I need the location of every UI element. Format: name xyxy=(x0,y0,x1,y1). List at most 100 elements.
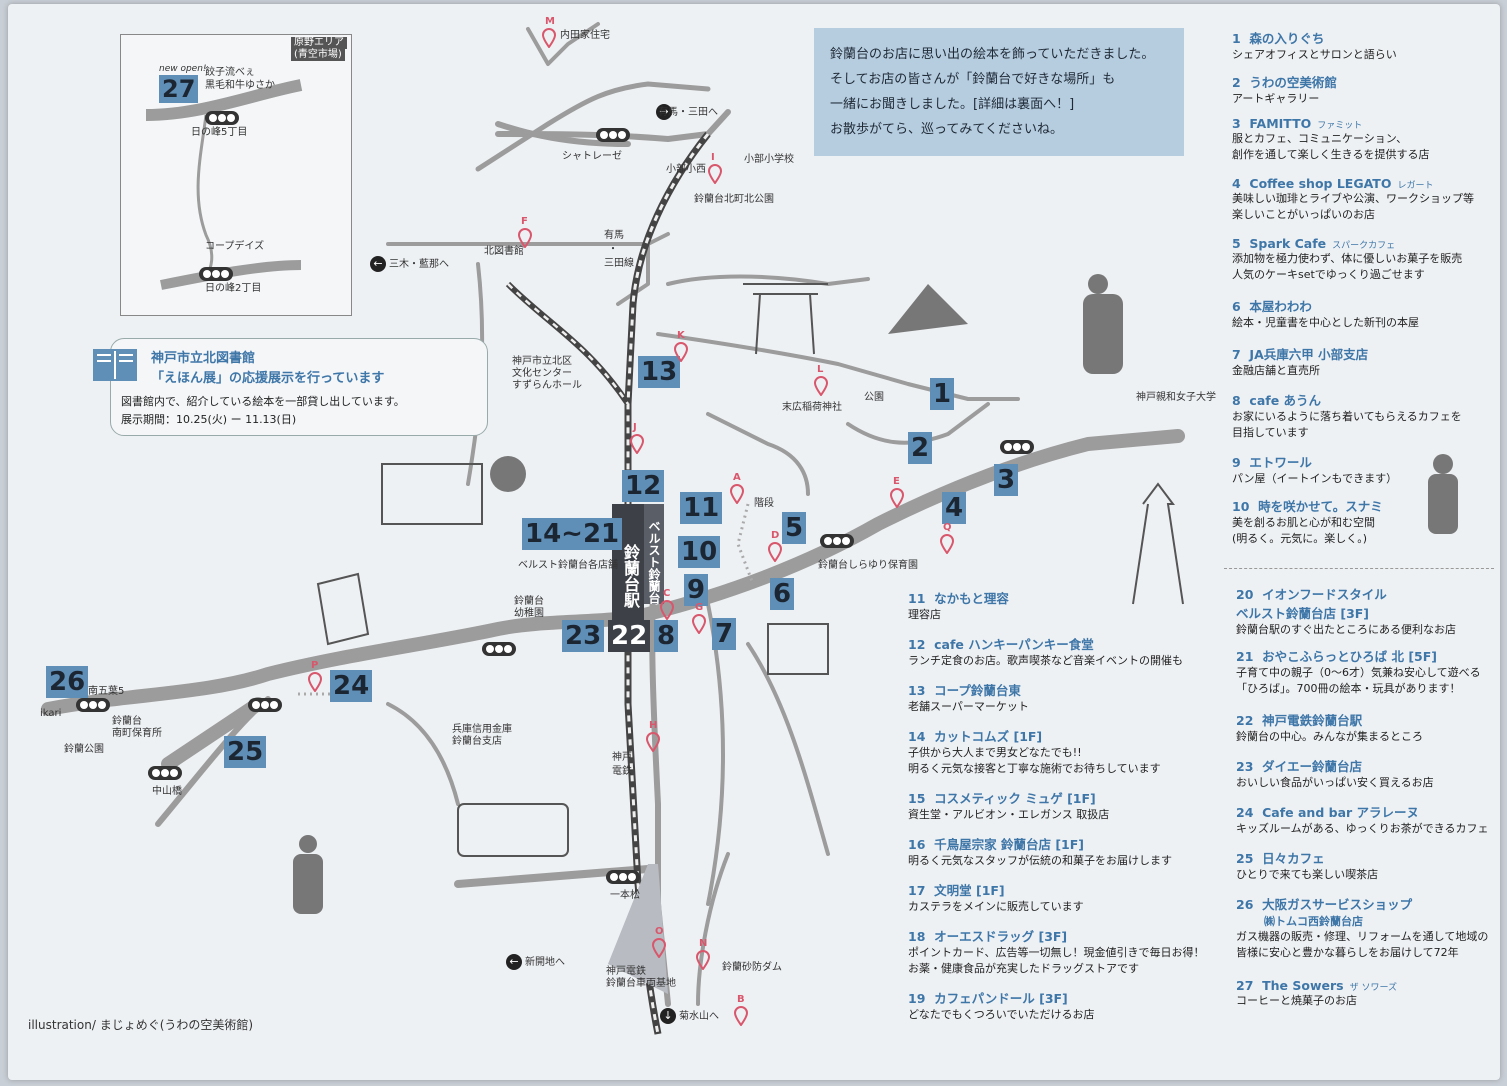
traffic-signal-25 xyxy=(248,698,282,712)
label-bunka-2: 文化センター xyxy=(512,368,572,379)
list-item: 25 日々カフェひとりで来ても楽しい喫茶店 xyxy=(1236,851,1379,881)
inset-shop-2: 黒毛和牛ゆさか xyxy=(205,80,275,91)
pin-N-icon xyxy=(696,950,710,970)
map-sheet: 鈴蘭台のお店に思い出の絵本を飾っていただきました。 そしてお店の皆さんが「鈴蘭台… xyxy=(8,4,1500,1080)
label-hoikuen: 鈴蘭台しらゆり保育園 xyxy=(818,560,918,571)
arrow-left-icon: ← xyxy=(370,256,386,272)
pin-C-icon xyxy=(660,600,674,620)
label-depot-2: 鈴蘭台車両基地 xyxy=(606,978,676,989)
pin-L-icon xyxy=(814,376,828,396)
location-number-3: 3 xyxy=(994,464,1019,496)
pin-A-icon xyxy=(730,484,744,504)
arrow-left-icon: ← xyxy=(506,954,522,970)
road-map xyxy=(41,22,1458,1035)
list-item: 18 オーエスドラッグ [3F]ポイントカード、広告等一切無し！現金値引きで毎日… xyxy=(908,929,1205,975)
traffic-signal-hinomine2 xyxy=(199,267,233,281)
pin-P-icon xyxy=(308,672,322,692)
inset-shop-1: 餃子流べぇ xyxy=(205,67,255,78)
pin-Q-icon xyxy=(940,534,954,554)
list-item: 8 cafe あうんお家にいるように落ち着いてもらえるカフェを目指しています xyxy=(1232,393,1462,439)
inset-sig-2: 日の峰2丁目 xyxy=(205,283,262,294)
list-item: 2 うわの空美術館アートギャラリー xyxy=(1232,75,1337,105)
location-number-12: 12 xyxy=(622,470,665,502)
label-suzu-park: 鈴蘭公園 xyxy=(64,744,104,755)
arrow-right-icon: → xyxy=(656,104,672,120)
pin-D-icon xyxy=(768,542,782,562)
label-stairs: 階段 xyxy=(754,498,774,509)
location-number-14-21: 14~21 xyxy=(522,518,623,550)
label-arima: → xyxy=(656,104,675,120)
message-line: 鈴蘭台のお店に思い出の絵本を飾っていただきました。 xyxy=(830,47,1155,62)
library-title: 神戸市立北図書館 xyxy=(151,351,256,366)
location-number-26: 26 xyxy=(46,666,89,698)
traffic-signal-shirayuri xyxy=(820,534,854,548)
pin-label-B: B xyxy=(737,994,745,1005)
location-number-9: 9 xyxy=(684,574,709,606)
traffic-signal-nakayama xyxy=(148,766,182,780)
list-item: 15 コスメティック ミュゲ [1F]資生堂・アルビオン・エレガンス 取扱店 xyxy=(908,791,1110,821)
label-ipponmatsu: 一本松 xyxy=(610,890,640,901)
pin-F-icon xyxy=(518,228,532,248)
library-headline: 「えほん展」の応援展示を行っています xyxy=(151,371,385,386)
pin-label-G: G xyxy=(695,602,704,613)
label-kobe-2: 電鉄 xyxy=(612,766,632,777)
book-icon xyxy=(93,349,137,381)
new-open-label: new open! xyxy=(159,64,207,74)
list-item: 6 本屋わわわ絵本・児童書を中心とした新刊の本屋 xyxy=(1232,299,1419,329)
label-youchien-1: 鈴蘭台 xyxy=(514,596,544,607)
traffic-signal-west xyxy=(482,642,516,656)
location-number-1: 1 xyxy=(930,378,955,410)
label-bunka-3: すずらんホール xyxy=(512,380,582,391)
traffic-signal-minami5 xyxy=(76,698,110,712)
label-bunka-1: 神戸市立北区 xyxy=(512,356,572,367)
inset-map-harano: 原野エリア (青空市場) new open! 27 餃子流べぇ 黒毛和牛ゆさか … xyxy=(120,34,352,316)
list-item: 26 大阪ガスサービスショップ㈱トムコ西鈴蘭台店ガス機器の販売・修理、リフォーム… xyxy=(1236,897,1489,959)
label-arima-text: 有馬・三田へ xyxy=(658,107,718,118)
label-suehiro: 末広稲荷神社 xyxy=(782,402,842,413)
library-desc: 図書館内で、紹介している絵本を一部貸し出しています。 xyxy=(121,395,405,408)
label-dam: 鈴蘭砂防ダム xyxy=(722,962,782,973)
location-number-24: 24 xyxy=(330,670,373,702)
inset-coop: コープデイズ xyxy=(205,241,265,252)
list-item: 11 なかもと理容理容店 xyxy=(908,591,1009,621)
message-box: 鈴蘭台のお店に思い出の絵本を飾っていただきました。 そしてお店の皆さんが「鈴蘭台… xyxy=(814,28,1184,156)
location-number-23: 23 xyxy=(562,620,605,652)
pin-O-icon xyxy=(652,938,666,958)
location-number-22: 22 xyxy=(608,620,651,652)
list-item: 1 森の入りぐちシェアオフィスとサロンと語らい xyxy=(1232,31,1397,61)
list-item: 10 時を咲かせて。スナミ美を創るお肌と心が和む空間(明るく。元気に。楽しく。) xyxy=(1232,499,1383,545)
pin-label-F: F xyxy=(521,216,528,227)
list-item: 13 コープ鈴蘭台東老舗スーパーマーケット xyxy=(908,683,1029,713)
inset-area-sub: (青空市場) xyxy=(291,49,345,61)
label-minami-2: 南町保育所 xyxy=(112,728,162,739)
pin-label-K: K xyxy=(677,330,685,341)
list-item: 14 カットコムズ [1F]子供から大人まで男女どなたでも!! 明るく元気な接客… xyxy=(908,729,1161,775)
location-number-6: 6 xyxy=(770,578,795,610)
pin-label-I: I xyxy=(711,152,715,163)
label-chateraise: シャトレーゼ xyxy=(562,151,622,162)
pin-B-icon xyxy=(734,1006,748,1026)
location-number-27: 27 xyxy=(159,75,199,103)
traffic-signal-obushi xyxy=(596,128,630,142)
location-number-25: 25 xyxy=(224,736,267,768)
list-item: 17 文明堂 [1F]カステラをメインに販売しています xyxy=(908,883,1084,913)
location-number-11: 11 xyxy=(680,492,723,524)
label-arima-line-1: 有馬 xyxy=(604,230,624,241)
label-bellst-bld: ベルスト鈴蘭台 xyxy=(647,520,661,604)
label-uchida: 内田家住宅 xyxy=(560,30,610,41)
label-shinkin-2: 鈴蘭台支店 xyxy=(452,736,502,747)
pin-label-E: E xyxy=(893,476,900,487)
illustration-credit: illustration/ まじょめぐ(うわの空美術館) xyxy=(28,1018,254,1032)
label-minami-1: 鈴蘭台 xyxy=(112,716,142,727)
list-item: 7 JA兵庫六甲 小部支店金融店舗と直売所 xyxy=(1232,347,1369,377)
label-ikari: ikari xyxy=(40,708,62,719)
list-item: 23 ダイエー鈴蘭台店おいしい食品がいっぱい安く買えるお店 xyxy=(1236,759,1434,789)
list-item: 20 イオンフードスタイル ベルスト鈴蘭台店 [3F]鈴蘭台駅のすぐ出たところに… xyxy=(1236,587,1456,636)
label-minami5: 南五葉5 xyxy=(88,686,125,697)
divider xyxy=(1224,568,1494,569)
label-kobe-1: 神戸 xyxy=(612,752,632,763)
pin-label-J: J xyxy=(633,422,637,433)
pin-label-H: H xyxy=(649,720,658,731)
